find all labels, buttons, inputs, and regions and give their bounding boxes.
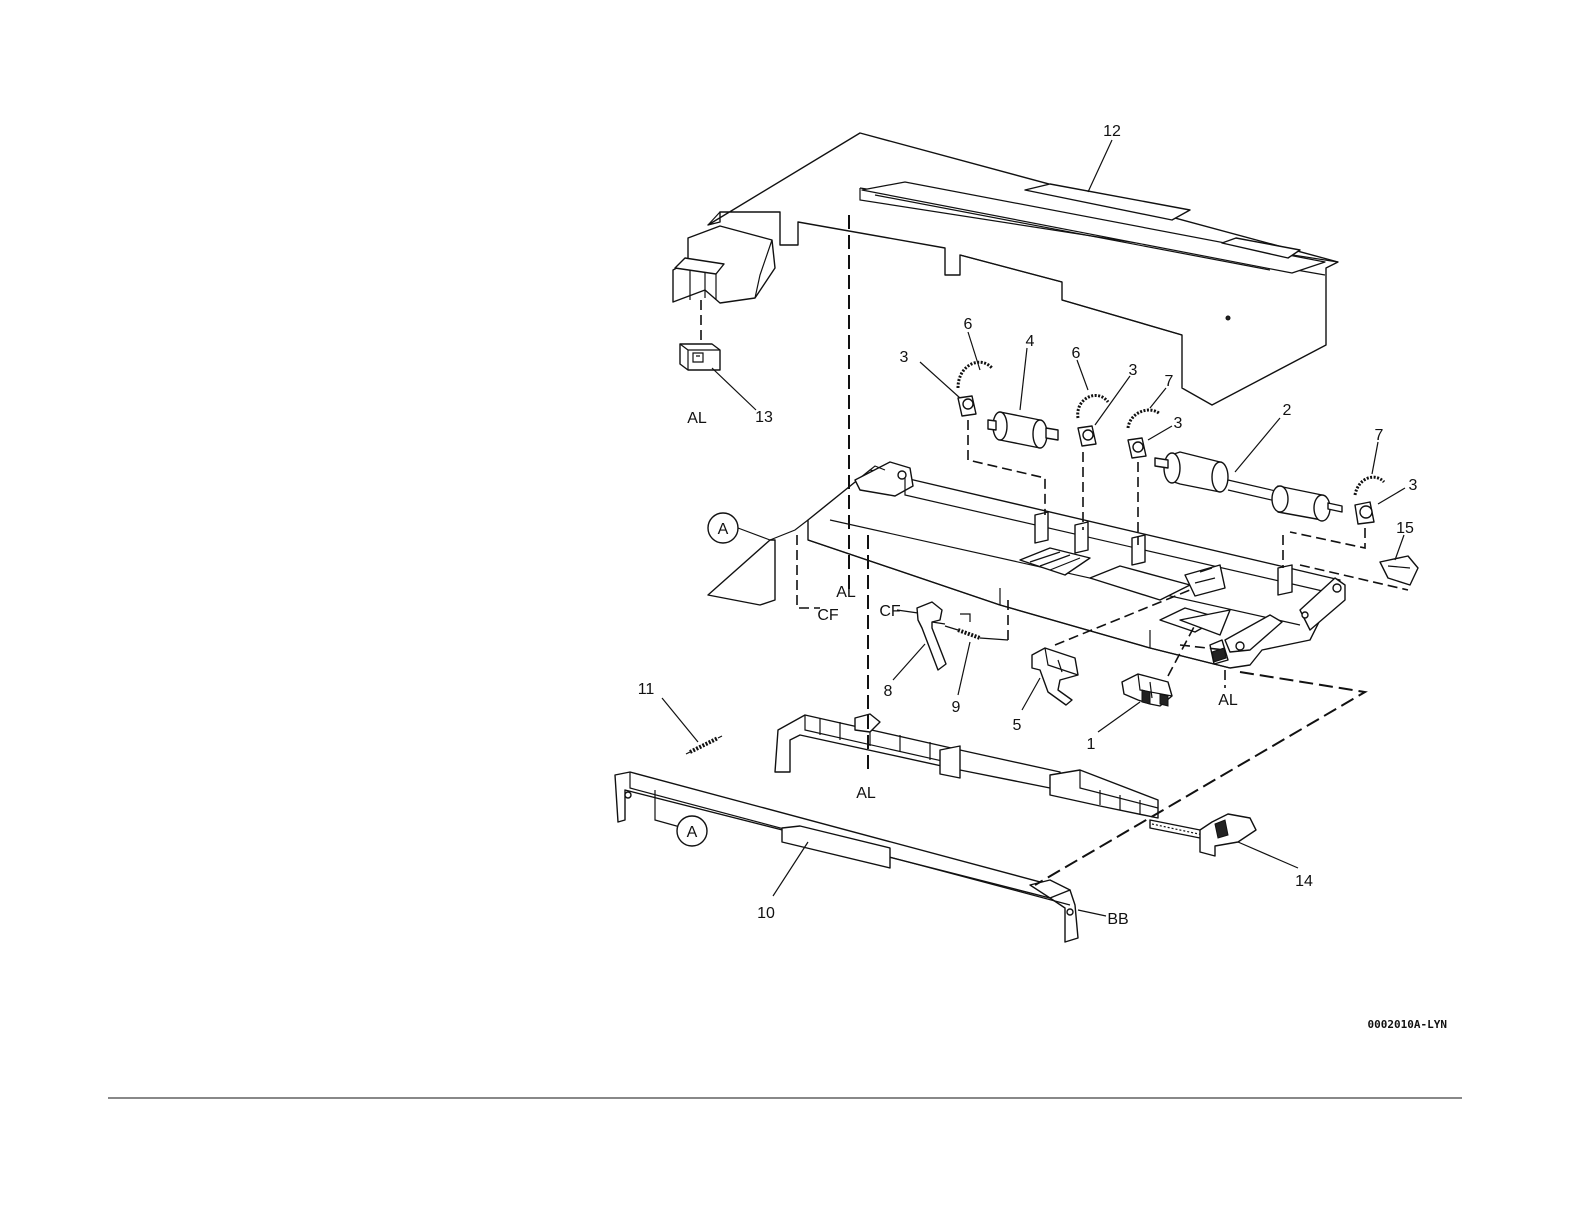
callout-14: 14 [1295, 873, 1313, 890]
lever-part-8 [917, 602, 946, 670]
callout-3-right-center: 3 [1174, 415, 1183, 432]
callout-12: 12 [1103, 123, 1121, 140]
part-1 [1122, 674, 1172, 706]
spring-part-9 [945, 614, 1008, 640]
callout-9: 9 [952, 699, 961, 716]
callout-3-right: 3 [1409, 477, 1418, 494]
reference-label-a-lower: A [687, 824, 698, 841]
reference-al-rail: AL [856, 785, 876, 802]
reference-label-a-upper: A [718, 521, 729, 538]
callout-1: 1 [1087, 736, 1096, 753]
drawing-code: 0002010A-LYN [1368, 1018, 1447, 1031]
reference-circle-a-lower: A [677, 816, 707, 846]
callout-15: 15 [1396, 520, 1414, 537]
callout-6-left: 6 [964, 316, 973, 333]
callout-2: 2 [1283, 402, 1292, 419]
frame-assembly [708, 462, 1345, 668]
callout-8: 8 [884, 683, 893, 700]
reference-al-frame: AL [836, 584, 856, 601]
callout-4: 4 [1026, 333, 1035, 350]
spring-part-7 [1128, 410, 1384, 495]
reference-cf-left: CF [817, 607, 839, 624]
reference-al-right: AL [1218, 692, 1238, 709]
callout-10: 10 [757, 905, 775, 922]
reference-circle-a-upper: A [708, 513, 738, 543]
callout-3-left: 3 [900, 349, 909, 366]
callout-7-center: 7 [1165, 373, 1174, 390]
callout-13: 13 [755, 409, 773, 426]
part-5 [1032, 648, 1078, 705]
clip-part-13 [680, 344, 720, 370]
top-cover-part-12 [673, 133, 1338, 405]
reference-letters: AL AL AL AL CF CF BB [687, 410, 1238, 928]
feed-shaft-part-2 [1155, 452, 1342, 521]
part-15 [1380, 556, 1418, 585]
callout-5: 5 [1013, 717, 1022, 734]
callout-7-right: 7 [1375, 427, 1384, 444]
reference-bb: BB [1107, 911, 1128, 928]
roller-part-4 [988, 412, 1058, 448]
callout-3-center: 3 [1129, 362, 1138, 379]
front-bar-part-10 [615, 772, 1078, 942]
callout-11: 11 [638, 681, 655, 698]
spring-part-11 [686, 736, 722, 754]
reference-al-clip: AL [687, 410, 707, 427]
callout-6-center: 6 [1072, 345, 1081, 362]
spring-part-6 [958, 362, 1108, 418]
reference-cf-lever: CF [879, 603, 901, 620]
